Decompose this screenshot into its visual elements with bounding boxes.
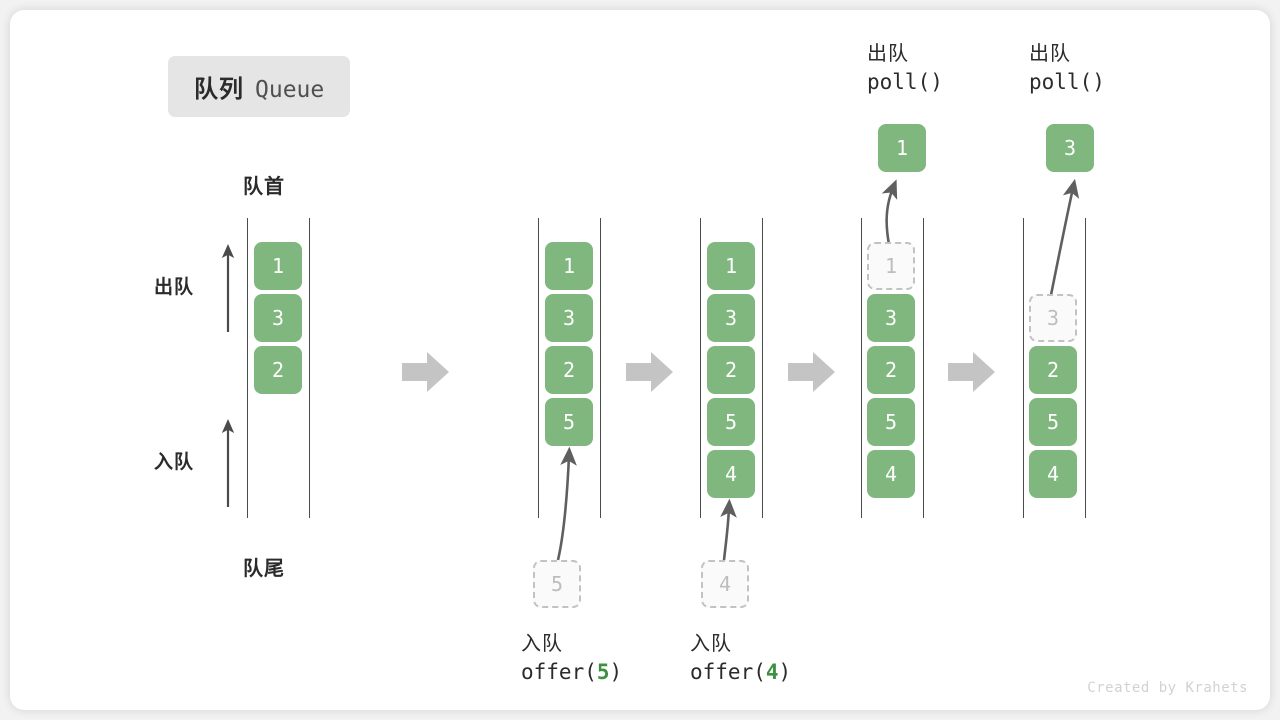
stage-poll3-cell-4: 4 xyxy=(1029,450,1077,498)
stage-poll1-cell-3: 5 xyxy=(867,398,915,446)
stage-offer4-cell-1: 3 xyxy=(707,294,755,342)
stage-initial-cell-2: 2 xyxy=(254,346,302,394)
stage-poll3-caption-code: poll() xyxy=(1029,70,1105,95)
stage-offer4-insert-arrow xyxy=(720,498,737,561)
stage-offer4-caption-code: offer(4) xyxy=(690,660,792,685)
stage-offer4-caption: 入队 offer(4) xyxy=(690,630,791,688)
stage-poll3-outgoing-cell: 3 xyxy=(1046,124,1094,172)
stage-offer5-caption: 入队 offer(5) xyxy=(521,630,622,688)
stage-offer4-caption-cn: 入队 xyxy=(690,633,732,655)
diagram-canvas: 队列 Queue 队首 队尾 出队 入队 1 3 2 1 3 2 5 5 xyxy=(10,10,1270,710)
stage-poll1-rail-right xyxy=(923,218,924,518)
stage-offer5-caption-code: offer(5) xyxy=(521,660,623,685)
title-chinese: 队列 xyxy=(194,76,244,103)
step-arrow-4 xyxy=(948,352,995,392)
stage-poll3-cell-3: 5 xyxy=(1029,398,1077,446)
stage-offer4-cell-3: 5 xyxy=(707,398,755,446)
watermark-credit: Created by Krahets xyxy=(1087,680,1248,696)
stage-offer5-rail-right xyxy=(600,218,601,518)
title-badge: 队列 Queue xyxy=(168,56,351,117)
stage-initial-cell-1: 3 xyxy=(254,294,302,342)
stage-offer4-rail-right xyxy=(762,218,763,518)
stage-poll3-rail-right xyxy=(1085,218,1086,518)
stage-poll1-outgoing-cell: 1 xyxy=(878,124,926,172)
stage-initial-cell-0: 1 xyxy=(254,242,302,290)
step-arrow-2 xyxy=(626,352,673,392)
stage-poll1-cell-1: 3 xyxy=(867,294,915,342)
stage-poll1-cell-4: 4 xyxy=(867,450,915,498)
step-arrow-3 xyxy=(788,352,835,392)
queue-tail-label: 队尾 xyxy=(243,558,285,580)
stage-initial-rail-right xyxy=(309,218,310,518)
stage-poll1-cell-2: 2 xyxy=(867,346,915,394)
stage-offer4-cell-4: 4 xyxy=(707,450,755,498)
stage-poll3-caption: 出队 poll() xyxy=(1029,40,1105,98)
stage-offer5-rail-left xyxy=(538,218,539,518)
stage-poll3-caption-cn: 出队 xyxy=(1029,43,1071,65)
stage-poll1-caption-code: poll() xyxy=(867,70,943,95)
stage-offer5-incoming-ghost: 5 xyxy=(533,560,581,608)
stage-initial-rail-left xyxy=(247,218,248,518)
stage-offer5-cell-1: 3 xyxy=(545,294,593,342)
stage-offer4-incoming-ghost: 4 xyxy=(701,560,749,608)
stage-poll3-remove-arrow xyxy=(1048,178,1080,301)
enqueue-direction-label: 入队 xyxy=(154,452,195,473)
dequeue-direction-arrow xyxy=(221,243,235,332)
stage-offer5-cell-3: 5 xyxy=(545,398,593,446)
dequeue-direction-label: 出队 xyxy=(154,277,195,298)
stage-offer4-cell-0: 1 xyxy=(707,242,755,290)
stage-poll1-cell-0: 1 xyxy=(867,242,915,290)
stage-poll1-caption: 出队 poll() xyxy=(867,40,943,98)
stage-offer4-rail-left xyxy=(700,218,701,518)
stage-offer5-caption-cn: 入队 xyxy=(521,633,563,655)
stage-offer4-cell-2: 2 xyxy=(707,346,755,394)
stage-offer5-insert-arrow xyxy=(556,446,577,561)
stage-poll3-rail-left xyxy=(1023,218,1024,518)
stage-poll1-rail-left xyxy=(861,218,862,518)
stage-poll3-cell-1: 3 xyxy=(1029,294,1077,342)
step-arrow-1 xyxy=(402,352,449,392)
queue-head-label: 队首 xyxy=(243,176,285,198)
enqueue-direction-arrow xyxy=(221,418,235,507)
stage-poll1-caption-cn: 出队 xyxy=(867,43,909,65)
stage-offer5-cell-0: 1 xyxy=(545,242,593,290)
stage-offer5-cell-2: 2 xyxy=(545,346,593,394)
stage-poll3-cell-2: 2 xyxy=(1029,346,1077,394)
title-english: Queue xyxy=(255,77,325,103)
